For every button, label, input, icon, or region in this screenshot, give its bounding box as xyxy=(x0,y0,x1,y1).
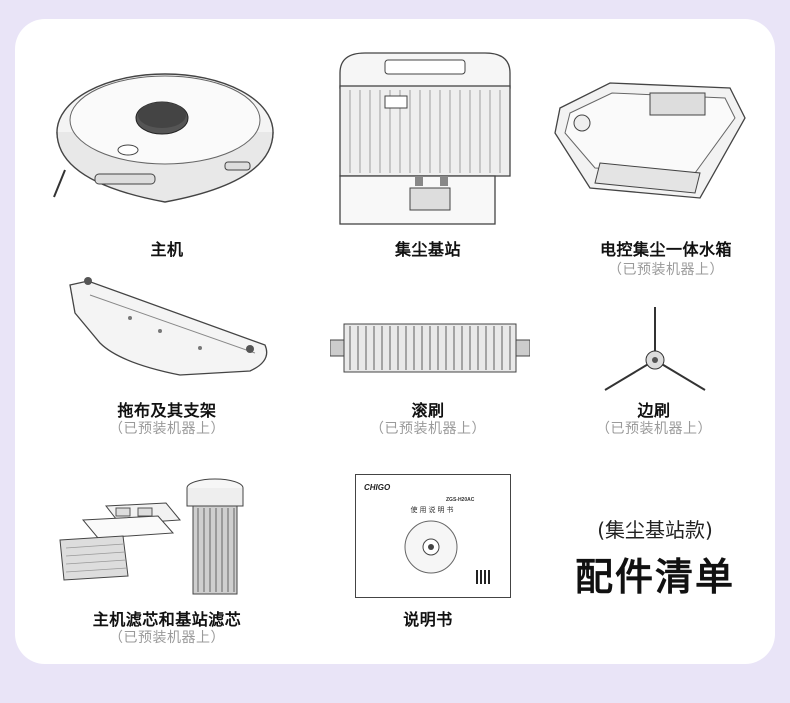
robot-image xyxy=(50,62,290,212)
item-note-roller-brush: （已预装机器上） xyxy=(370,421,486,437)
qr-code-icon xyxy=(476,570,490,584)
water-tank-image xyxy=(550,78,750,208)
item-label-roller-brush: 滚刷 xyxy=(411,401,445,420)
manual-brand: CHIGO xyxy=(364,483,391,492)
item-label-mop-bracket: 拖布及其支架 xyxy=(117,401,217,420)
item-label-water-tank: 电控集尘一体水箱 xyxy=(599,240,732,259)
item-label-filters: 主机滤芯和基站滤芯 xyxy=(92,610,242,629)
roller-brush-image xyxy=(330,318,530,378)
item-label-manual: 说明书 xyxy=(403,610,453,629)
item-note-water-tank: （已预装机器上） xyxy=(608,262,724,278)
mop-bracket-image xyxy=(60,273,280,383)
item-note-side-brush: （已预装机器上） xyxy=(596,421,712,437)
manual-image: CHIGO ZGS-H20AC 使用说明书 xyxy=(355,474,511,598)
kit-title: 配件清单 xyxy=(574,555,735,599)
item-label-robot: 主机 xyxy=(150,240,184,259)
manual-cover-title: 使用说明书 xyxy=(410,506,456,514)
filters-image xyxy=(58,478,258,598)
item-note-filters: （已预装机器上） xyxy=(109,630,225,646)
side-brush-image xyxy=(600,305,710,395)
dust-station-image xyxy=(325,48,525,228)
kit-subtitle: (集尘基站款) xyxy=(597,518,713,542)
manual-model: ZGS-H20AC xyxy=(446,497,475,503)
item-note-mop-bracket: （已预装机器上） xyxy=(109,421,225,437)
item-label-side-brush: 边刷 xyxy=(637,401,671,420)
item-label-dust-station: 集尘基站 xyxy=(394,240,461,259)
